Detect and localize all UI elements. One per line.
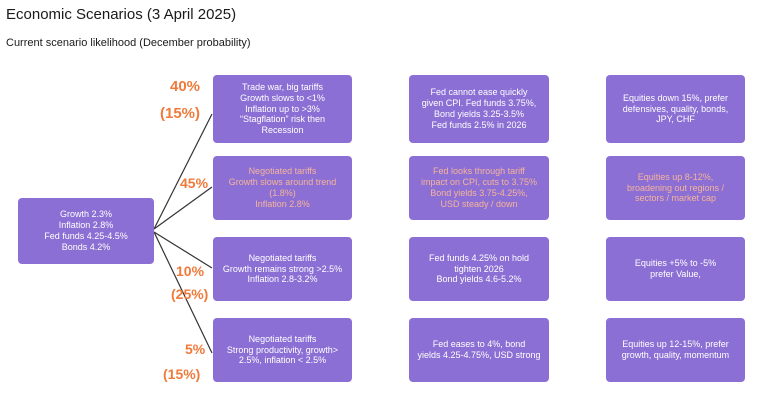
scenario-1-economy-box: Trade war, big tariffs Growth slows to <… — [213, 75, 352, 143]
connector-root-scenario-4 — [153, 231, 213, 354]
scenario-2-economy-box: Negotiated tariffs Growth slows around t… — [213, 156, 352, 220]
root-inflation: Inflation 2.8% — [58, 220, 114, 231]
root-bonds: Bonds 4.2% — [61, 241, 111, 252]
root-growth: Growth 2.3% — [59, 209, 113, 220]
connector-root-scenario-2 — [153, 186, 213, 230]
scenario-2-fed-box: Fed looks through tariff impact on CPI, … — [409, 156, 549, 220]
scenario-4-markets-box: Equities up 12-15%, prefer growth, quali… — [606, 318, 745, 382]
connector-root-scenario-3 — [153, 231, 213, 269]
scenario-2-current-probability: 45% — [180, 175, 209, 191]
scenario-3-fed-box: Fed funds 4.25% on hold tighten 2026 Bon… — [409, 237, 549, 301]
root-fed-funds: Fed funds 4.25-4.5% — [44, 231, 128, 241]
connector-root-scenario-1 — [153, 113, 213, 230]
page-subtitle: Current scenario likelihood (December pr… — [6, 37, 251, 49]
scenario-1-current-probability: 40% — [170, 78, 201, 95]
page-title: Economic Scenarios (3 April 2025) — [6, 6, 237, 23]
scenario-2-markets-box: Equities up 8-12%, broadening out region… — [606, 156, 745, 220]
scenario-3-markets-box: Equities +5% to -5% prefer Value, — [606, 237, 745, 301]
scenario-3-economy-box: Negotiated tariffs Growth remains strong… — [213, 237, 352, 301]
scenario-1-december-probability: (15%) — [160, 105, 201, 122]
scenario-1-markets-box: Equities down 15%, prefer defensives, qu… — [606, 75, 745, 143]
scenario-4-economy-box: Negotiated tariffs Strong productivity, … — [213, 318, 352, 382]
scenario-3-current-probability: 10% — [176, 263, 205, 279]
scenario-3-december-probability: (25%) — [171, 286, 209, 302]
scenario-4-december-probability: (15%) — [163, 366, 201, 382]
scenario-1-fed-box: Fed cannot ease quickly given CPI. Fed f… — [409, 75, 549, 143]
scenario-4-current-probability: 5% — [185, 341, 206, 357]
root-conditions-box: Growth 2.3% Inflation 2.8% Fed funds 4.2… — [18, 198, 154, 264]
scenario-4-fed-box: Fed eases to 4%, bond yields 4.25-4.75%,… — [409, 318, 549, 382]
